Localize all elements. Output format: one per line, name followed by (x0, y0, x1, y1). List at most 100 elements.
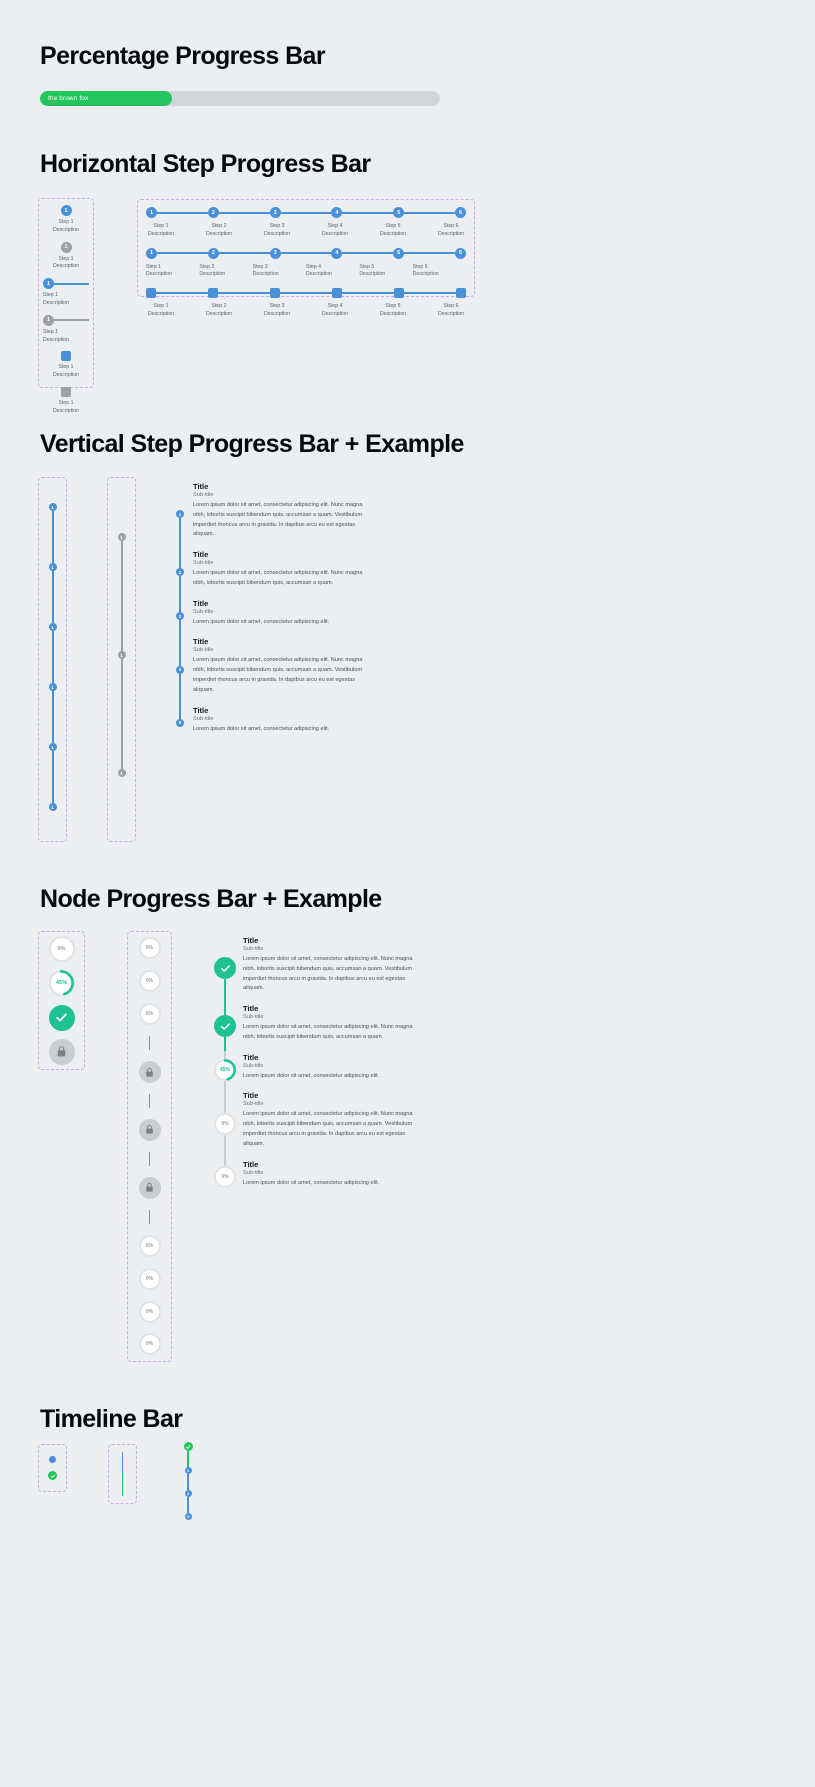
step-circle-marker[interactable]: 1 (146, 207, 157, 218)
step-square-marker[interactable] (61, 351, 71, 362)
step-connector-line (54, 319, 89, 322)
vertical-example-node[interactable]: 2 (176, 568, 184, 577)
example-subtitle: Sub-title (193, 608, 214, 615)
step-description: Description (252, 271, 279, 278)
vertical-step-node[interactable]: 1 (117, 769, 126, 777)
node-locked-lock-icon[interactable] (48, 1038, 75, 1065)
vertical-step-node[interactable]: 1 (48, 683, 57, 691)
timeline-dot[interactable] (49, 1456, 56, 1463)
step-circle-marker[interactable]: 2 (207, 247, 219, 259)
node-empty-progress[interactable]: 0% (214, 1112, 236, 1135)
node-connector-line (148, 1209, 151, 1224)
vertical-step-node[interactable]: 1 (117, 533, 126, 541)
node-empty-progress[interactable]: 0% (138, 1003, 161, 1026)
vertical-example-node[interactable]: 1 (176, 510, 184, 519)
node-complete-check-icon[interactable] (214, 957, 236, 980)
timeline-dot[interactable]: 3 (184, 1513, 192, 1520)
vertical-example-node[interactable]: 4 (176, 665, 184, 674)
node-empty-progress[interactable]: 0% (138, 1267, 161, 1290)
node-complete-check-icon[interactable] (48, 1004, 75, 1031)
step-label: Step 2 (211, 223, 227, 229)
step-circle-marker[interactable]: 6 (454, 207, 466, 218)
timeline-check-icon[interactable] (48, 1471, 57, 1480)
node-partial-progress[interactable]: 45% (48, 969, 75, 997)
step-circle-marker[interactable]: 1 (60, 241, 72, 253)
percentage-progress-bar[interactable]: the brown fox (40, 91, 440, 106)
vertical-step-node[interactable]: 1 (48, 623, 57, 631)
node-connector-line (224, 979, 226, 1003)
step-circle-marker[interactable]: 5 (393, 207, 405, 218)
step-square-marker[interactable] (61, 386, 71, 397)
step-label: Step 1 (58, 255, 74, 262)
step-circle-marker[interactable]: 4 (331, 247, 343, 259)
vertical-connector-line (51, 691, 54, 743)
vertical-step-node[interactable]: 1 (48, 563, 57, 571)
node-empty-progress[interactable]: 0% (138, 1300, 161, 1323)
step-circle-marker[interactable]: 4 (331, 207, 343, 218)
timeline-dot[interactable]: 1 (184, 1467, 192, 1474)
section-title-horizontal: Horizontal Step Progress Bar (40, 150, 371, 178)
node-empty-progress[interactable]: 0% (138, 970, 161, 993)
node-locked-lock-icon[interactable] (138, 1118, 161, 1141)
node-empty-progress[interactable]: 0% (138, 1234, 161, 1257)
step-description: Description (438, 310, 464, 317)
step-circle-marker[interactable]: 3 (269, 207, 281, 218)
step-circle-marker[interactable]: 1 (43, 278, 54, 290)
example-body: Lorem ipsum dolor sit amet, consectetur … (243, 1072, 380, 1079)
step-square-marker[interactable] (394, 288, 404, 299)
example-body: Lorem ipsum dolor sit amet, consectetur … (243, 1111, 413, 1147)
node-empty-progress[interactable]: 0% (214, 1165, 236, 1188)
node-connector-line (148, 1036, 151, 1051)
vertical-step-node[interactable]: 1 (48, 803, 57, 811)
step-square-marker[interactable] (146, 288, 156, 299)
example-body: Lorem ipsum dolor sit amet, consectetur … (193, 725, 330, 732)
node-empty-progress[interactable]: 0% (48, 936, 75, 963)
vertical-connector-line (179, 635, 181, 666)
node-empty-progress[interactable]: 0% (138, 1333, 161, 1356)
section-title-percentage: Percentage Progress Bar (40, 42, 326, 70)
example-subtitle: Sub-title (193, 715, 214, 722)
vertical-step-node[interactable]: 1 (117, 651, 126, 659)
step-circle-marker[interactable]: 1 (60, 205, 72, 216)
step-square-marker[interactable] (270, 288, 280, 299)
vertical-step-node[interactable]: 1 (48, 503, 57, 511)
step-square-marker[interactable] (332, 288, 342, 299)
node-partial-progress[interactable]: 45% (213, 1058, 236, 1082)
vertical-blue-panel: 1 1 1 1 1 1 (38, 477, 67, 842)
step-circle-marker[interactable]: 5 (393, 247, 405, 259)
timeline-dot[interactable]: 2 (184, 1490, 192, 1497)
node-locked-lock-icon[interactable] (138, 1061, 161, 1084)
step-square-marker[interactable] (456, 288, 466, 299)
example-title: Title (193, 637, 209, 647)
vertical-example-node[interactable]: 5 (176, 718, 184, 727)
node-locked-lock-icon[interactable] (138, 1176, 161, 1199)
vertical-example-node[interactable]: 3 (176, 612, 184, 621)
node-complete-check-icon[interactable] (214, 1015, 236, 1038)
step-description: Description (53, 263, 79, 270)
step-circle-marker[interactable]: 1 (146, 247, 157, 259)
step-square-marker[interactable] (208, 288, 218, 299)
node-empty-progress[interactable]: 0% (138, 937, 161, 960)
timeline-check-icon[interactable] (183, 1442, 193, 1451)
step-circle-marker[interactable]: 3 (269, 247, 281, 259)
vertical-step-node[interactable]: 1 (48, 743, 57, 751)
step-circle-marker[interactable]: 1 (43, 314, 54, 326)
step-circle-marker[interactable]: 2 (207, 207, 219, 218)
step-circle-marker[interactable]: 6 (454, 247, 466, 259)
timeline-segment-line (121, 1474, 124, 1496)
